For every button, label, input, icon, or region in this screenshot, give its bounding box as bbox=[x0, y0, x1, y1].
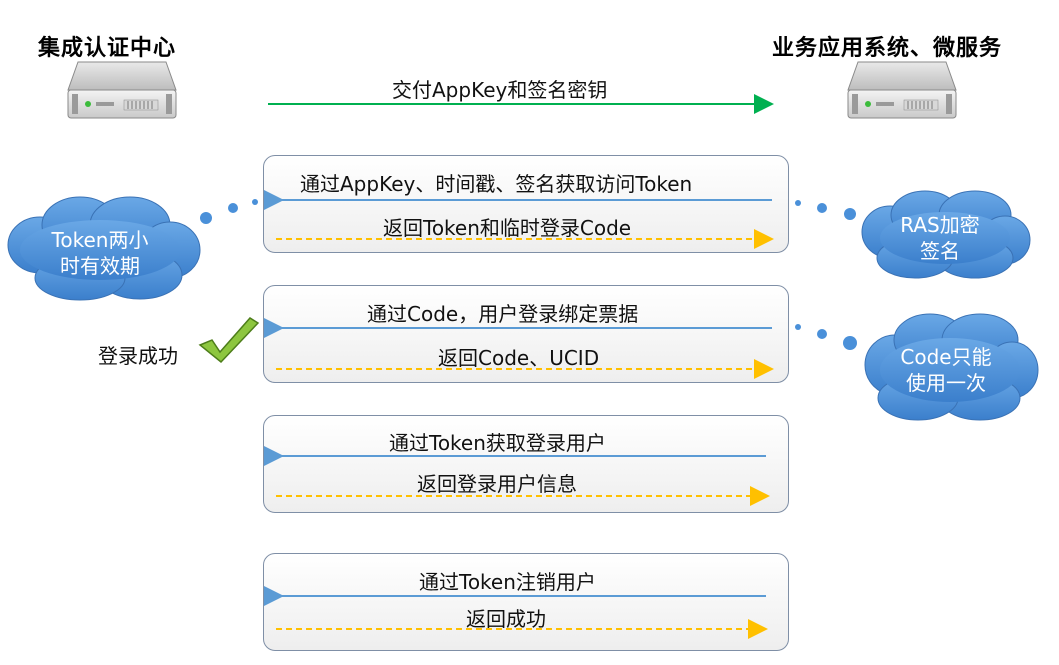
cloud-icon bbox=[795, 190, 1031, 279]
step-box-logout bbox=[263, 553, 789, 651]
server-icon bbox=[847, 61, 957, 119]
server-icon bbox=[67, 61, 177, 119]
step-box-code bbox=[263, 285, 789, 383]
step-3-response-label: 返回登录用户信息 bbox=[417, 472, 577, 496]
step-3-request-label: 通过Token获取登录用户 bbox=[389, 431, 606, 455]
step-4-request-label: 通过Token注销用户 bbox=[419, 570, 596, 594]
step-1-response-label: 返回Token和临时登录Code bbox=[383, 216, 632, 240]
cloud-icon bbox=[7, 196, 258, 301]
step-box-token bbox=[263, 155, 789, 253]
left-server-title: 集成认证中心 bbox=[38, 35, 177, 61]
step-2-request-label: 通过Code，用户登录绑定票据 bbox=[367, 302, 639, 326]
step-4-response-label: 返回成功 bbox=[466, 607, 546, 631]
right-server-title: 业务应用系统、微服务 bbox=[772, 35, 1003, 61]
step-2-response-label: 返回Code、UCID bbox=[438, 346, 600, 370]
cloud-icon bbox=[795, 313, 1039, 421]
rsa-sign-note: RAS加密 签名 bbox=[900, 213, 980, 263]
code-once-note: Code只能 使用一次 bbox=[900, 345, 992, 395]
checkmark-icon bbox=[198, 317, 260, 364]
handover-label: 交付AppKey和签名密钥 bbox=[392, 78, 608, 102]
login-success-label: 登录成功 bbox=[98, 344, 178, 368]
token-valid-note: Token两小 时有效期 bbox=[51, 228, 149, 278]
step-1-request-label: 通过AppKey、时间戳、签名获取访问Token bbox=[300, 172, 693, 196]
